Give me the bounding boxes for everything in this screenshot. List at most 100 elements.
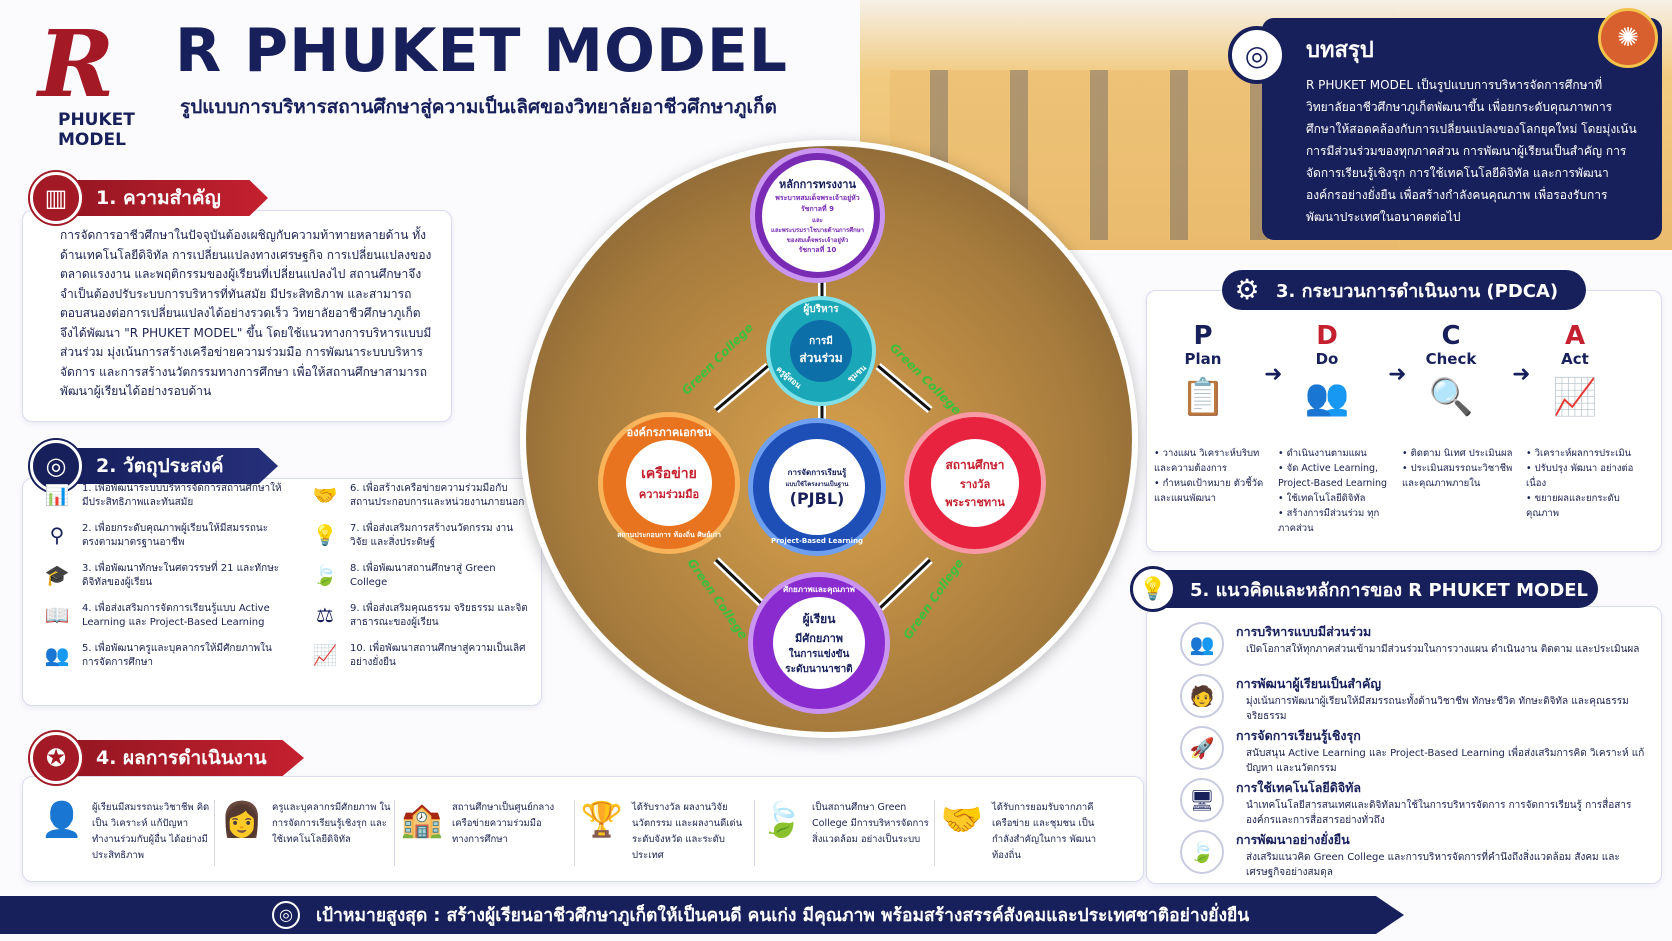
leaf-icon: 🍃 [760, 800, 804, 840]
concept-item: 🧑 การพัฒนาผู้เรียนเป็นสำคัญมุ่งเน้นการพัฒ… [1180, 674, 1650, 724]
summary-body: R PHUKET MODEL เป็นรูปแบบการบริหารจัดการ… [1306, 78, 1637, 224]
pdca-letter: D [1316, 321, 1338, 351]
concept-desc: ส่งเสริมแนวคิด Green College และการบริหา… [1246, 852, 1620, 878]
pdca-detail-line: • จัด Active Learning, Project-Based Lea… [1278, 463, 1388, 489]
logo-letter: R [38, 10, 115, 118]
award-ribbon-icon: ✪ [30, 732, 82, 784]
pdca-detail-line: • กำหนดเป้าหมาย ตัวชี้วัด และแผนพัฒนา [1154, 478, 1264, 504]
monitor-icon: 🖥 [1180, 778, 1224, 822]
result-text: สถานศึกษาเป็นศูนย์กลาง เครือข่ายความร่วม… [452, 802, 555, 845]
participation-ring-label: ผู้บริหาร [803, 304, 839, 315]
concept-item: 🍃 การพัฒนาอย่างยั่งยืนส่งเสริมแนวคิด Gree… [1180, 830, 1650, 880]
trophy-icon: 🏆 [580, 800, 624, 840]
clipboard-icon: 📋 [1180, 377, 1226, 418]
concept-heading: การจัดการเรียนรู้เชิงรุก [1236, 728, 1361, 743]
objective-text: 3. เพื่อพัฒนาทักษะในศตวรรษที่ 21 และทักษ… [82, 563, 280, 588]
footer-bar: ◎ เป้าหมายสูงสุด : สร้างผู้เรียนอาชีวศึก… [0, 896, 1404, 934]
objective-item: 📊1. เพื่อพัฒนาระบบบริหารจัดการสถานศึกษาใ… [42, 482, 282, 510]
learner-label: ระดับนานาชาติ [785, 663, 853, 675]
result-text: ได้รับการยอมรับจากภาคีเครือข่าย และชุมชน… [992, 802, 1097, 861]
concept-item: 👥การบริหารแบบมีส่วนร่วมเปิดโอกาสให้ทุกภา… [1180, 622, 1650, 666]
pdca-detail-line: • สร้างการมีส่วนร่วม ทุกภาคส่วน [1278, 508, 1380, 534]
objective-text: 4. เพื่อส่งเสริมการจัดการเรียนรู้แบบ Act… [82, 603, 270, 628]
pdca-detail-line: • ประเมินสมรรถนะวิชาชีพ และคุณภาพภายใน [1402, 463, 1513, 489]
team-icon: 👥 [1304, 377, 1350, 418]
pdca-letter: A [1564, 321, 1586, 351]
principles-circle: หลักการทรงงาน พระบาทสมเด็จพระเจ้าอยู่หัว… [750, 148, 885, 283]
logo-line1: PHUKET [58, 110, 135, 130]
group-icon: 👥 [1180, 622, 1224, 666]
learner-circle: ศักยภาพและคุณภาพ ผู้เรียน มีศักยภาพ ในกา… [748, 572, 890, 714]
network-label: เครือข่าย [641, 466, 697, 482]
pjbl-label: การจัดการเรียนรู้ [787, 468, 847, 477]
leaf-icon: 🍃 [1180, 830, 1224, 874]
pdca-details: • ติดตาม นิเทศ ประเมินผล• ประเมินสมรรถนะ… [1402, 446, 1514, 491]
concept-heading: การใช้เทคโนโลยีดิจิทัล [1236, 780, 1362, 795]
objective-item: 🤝6. เพื่อสร้างเครือข่ายความร่วมมือกับสถา… [310, 482, 530, 510]
concept-heading: การพัฒนาผู้เรียนเป็นสำคัญ [1236, 676, 1381, 691]
result-item: 🍃เป็นสถานศึกษา Green College มีการบริหาร… [760, 800, 932, 848]
objective-text: 2. เพื่อยกระดับคุณภาพผู้เรียนให้มีสมรรถน… [82, 523, 269, 548]
objective-text: 10. เพื่อพัฒนาสถานศึกษาสู่ความเป็นเลิศอย… [350, 643, 526, 668]
summary-panel: ◎ บทสรุป R PHUKET MODEL เป็นรูปแบบการบริ… [1228, 18, 1662, 240]
summary-title: บทสรุป [1306, 38, 1374, 63]
target-icon: ◎ [1228, 26, 1286, 84]
handshake-icon: 🤝 [940, 800, 984, 840]
bulb-icon: 💡 [1130, 566, 1176, 612]
leaf-icon: 🍃 [312, 563, 338, 587]
objective-item: 👥5. เพื่อพัฒนาครูและบุคลากรให้มีศักยภาพใ… [42, 642, 282, 670]
book-icon: 📖 [44, 603, 70, 627]
result-item: 🏫สถานศึกษาเป็นศูนย์กลาง เครือข่ายความร่ว… [400, 800, 572, 848]
learner-ring-label: ศักยภาพและคุณภาพ [783, 585, 855, 594]
logo-line2: MODEL [58, 130, 126, 150]
people-icon: ⚲ [49, 523, 65, 547]
pdca-details: • วางแผน วิเคราะห์บริบทและความต้องการ• ก… [1154, 446, 1266, 506]
objective-item: 🎓 3. เพื่อพัฒนาทักษะในศตวรรษที่ 21 และทัก… [42, 562, 282, 590]
target-icon: ◎ [30, 440, 82, 492]
graduation-icon: 🎓 [44, 563, 70, 587]
importance-panel [22, 210, 452, 422]
principles-line: พระบาทสมเด็จพระเจ้าอยู่หัว [775, 194, 860, 202]
learner-icon: 🧑 [1180, 674, 1224, 718]
result-item: 🏆ได้รับรางวัล ผลงานวิจัย นวัตกรรม และผลง… [580, 800, 752, 864]
concept-desc: มุ่งเน้นการพัฒนาผู้เรียนให้มีสมรรถนะทั้ง… [1246, 696, 1629, 722]
pdca-word: Plan [1184, 350, 1222, 368]
royal-award-label: รางวัล [959, 477, 991, 491]
network-circle: องค์กรภาคเอกชน เครือข่าย ความร่วมมือ สถา… [598, 412, 740, 554]
result-item: 👩ครูและบุคลากรมีศักยภาพ ในการจัดการเรียน… [220, 800, 392, 848]
concept-item: 🖥การใช้เทคโนโลยีดิจิทัลนำเทคโนโลยีสารสนเ… [1180, 778, 1650, 828]
objective-item: 📖 4. เพื่อส่งเสริมการจัดการเรียนรู้แบบ Ac… [42, 602, 282, 630]
divider [394, 800, 395, 866]
concept-desc: สนับสนุน Active Learning และ Project-Bas… [1246, 748, 1645, 774]
objective-item: 💡7. เพื่อส่งเสริมการสร้างนวัตกรรม งานวิจ… [310, 522, 530, 550]
result-item: 👤ผู้เรียนมีสมรรถนะวิชาชีพ คิดเป็น วิเครา… [40, 800, 212, 864]
result-text: ผู้เรียนมีสมรรถนะวิชาชีพ คิดเป็น วิเคราะ… [92, 802, 210, 861]
footer-text: เป้าหมายสูงสุด : สร้างผู้เรียนอาชีวศึกษา… [316, 906, 1250, 926]
concept-item: 🚀 การจัดการเรียนรู้เชิงรุกสนับสนุน Active… [1180, 726, 1650, 776]
objective-text: 6. เพื่อสร้างเครือข่ายความร่วมมือกับสถาน… [350, 483, 525, 508]
result-text: ได้รับรางวัล ผลงานวิจัย นวัตกรรม และผลงา… [632, 802, 743, 861]
principles-line: รัชกาลที่ 9 [801, 205, 834, 213]
objective-text: 8. เพื่อพัฒนาสถานศึกษาสู่ Green College [350, 563, 496, 588]
principles-line: ของสมเด็จพระเจ้าอยู่หัว [786, 237, 849, 244]
concept-heading: การพัฒนาอย่างยั่งยืน [1236, 832, 1350, 847]
concept-desc: เปิดโอกาสให้ทุกภาคส่วนเข้ามามีส่วนร่วมใน… [1246, 644, 1640, 655]
pjbl-label: (PJBL) [789, 489, 845, 508]
pdca-detail-line: • ดำเนินงานตามแผน [1278, 448, 1367, 459]
participation-label: ส่วนร่วม [799, 351, 843, 365]
rocket-icon: 🚀 [1180, 726, 1224, 770]
student-stars-icon: 👤 [40, 800, 84, 840]
results-title: 4. ผลการดำเนินงาน [96, 747, 267, 769]
team-icon: 👥 [44, 643, 70, 667]
objective-item: 📈10. เพื่อพัฒนาสถานศึกษาสู่ความเป็นเลิศอ… [310, 642, 530, 670]
importance-body: การจัดการอาชีวศึกษาในปัจจุบันต้องเผชิญกั… [60, 228, 432, 398]
principles-line: และพระบรมราโชบายด้านการศึกษา [770, 227, 865, 234]
gear-icon: ⚙ [1234, 273, 1260, 306]
pdca-word: Act [1561, 350, 1589, 368]
network-ring-label: องค์กรภาคเอกชน [626, 426, 712, 439]
pdca-detail-line: • ใช้เทคโนโลยีดิจิทัล [1278, 493, 1366, 504]
arrow-right-icon: ➜ [1388, 362, 1407, 387]
